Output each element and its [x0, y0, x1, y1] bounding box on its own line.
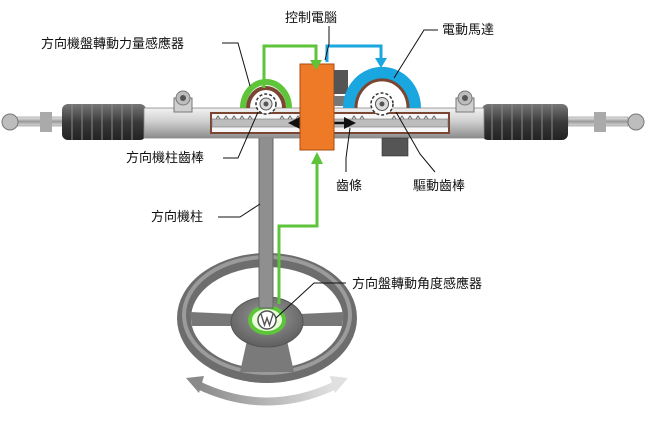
label-drive-pinion: 驅動齒棒	[413, 179, 465, 194]
label-rack: 齒條	[336, 179, 362, 194]
boot-right	[482, 104, 568, 140]
label-electric-motor: 電動馬達	[442, 23, 494, 38]
vw-logo-icon	[257, 310, 277, 330]
steering-column	[258, 119, 274, 309]
label-angle-sensor: 方向盤轉動角度感應器	[352, 276, 482, 292]
ecu-unit	[299, 63, 409, 157]
drive-pinion-gear	[370, 92, 394, 116]
signal-ecu-to-motor	[325, 44, 387, 68]
boot-left	[62, 104, 146, 140]
signal-torque-to-ecu	[262, 44, 322, 88]
double-arrow-arc-icon	[186, 376, 348, 406]
column-pinion-gear	[255, 93, 277, 115]
torque-sensor	[240, 79, 292, 109]
label-ecu: 控制電腦	[285, 11, 337, 26]
electric-motor	[343, 67, 421, 109]
label-column-pinion: 方向機柱齒棒	[126, 150, 204, 166]
signal-angle-to-ecu	[277, 152, 323, 304]
label-torque-sensor: 方向機盤轉動力量感應器	[41, 36, 184, 52]
label-steering-column: 方向機柱	[151, 209, 203, 225]
leader-lines	[218, 26, 438, 319]
